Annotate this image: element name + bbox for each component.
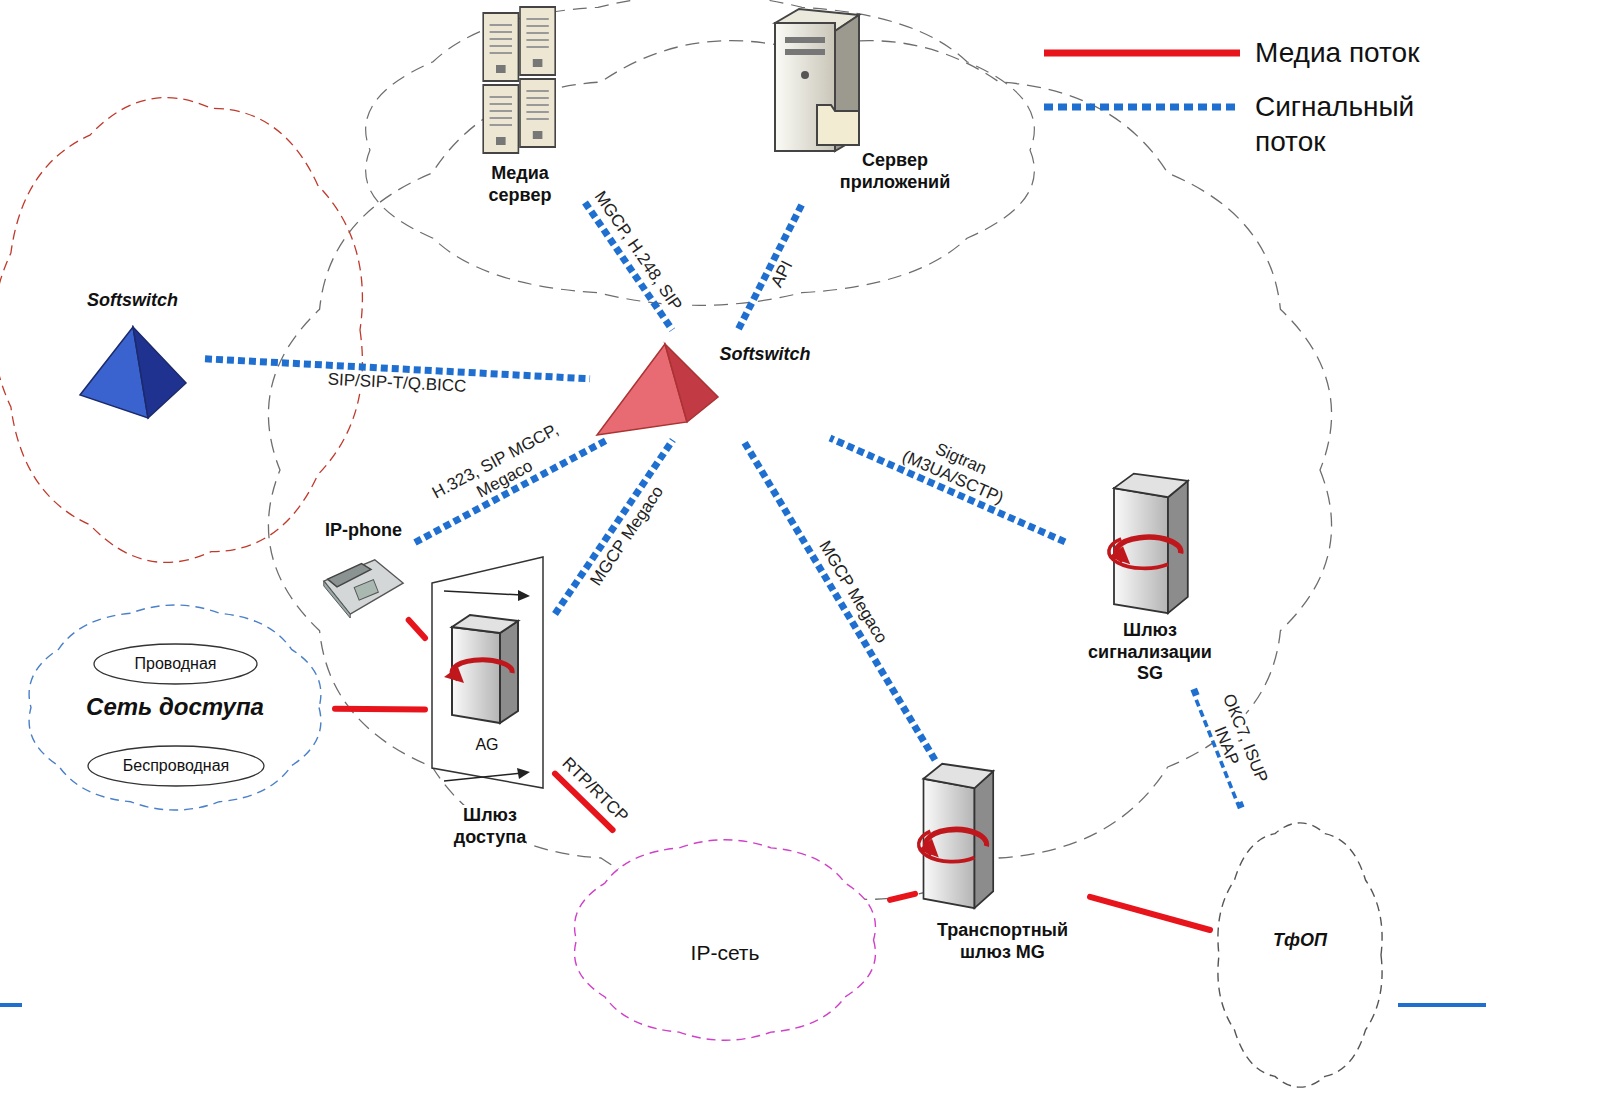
- edge-label: Sigtran (M3UA/SCTP): [883, 421, 1031, 515]
- label-ground: Softswitch: [719, 344, 810, 364]
- node-label: AG: [467, 735, 507, 754]
- device-node: Softswitch: [590, 330, 830, 440]
- node-label: Softswitch: [60, 290, 205, 312]
- legend-sample: [1040, 35, 1245, 71]
- node-label: Проводная: [93, 654, 258, 673]
- oval-outline: [94, 644, 257, 684]
- label-ground: Транспортный шлюз MG: [937, 920, 1068, 962]
- node-label: Транспортный шлюз MG: [915, 920, 1090, 963]
- label-ground: Softswitch: [87, 290, 178, 310]
- label-ground: Сеть доступа: [86, 693, 264, 720]
- service-cloud: [366, 0, 1035, 305]
- legend-sample-line: [1044, 104, 1240, 111]
- cloud-outline: [29, 605, 321, 810]
- edge-label: MGCP, H.248, SIP: [589, 186, 687, 316]
- phone-icon: [320, 550, 405, 618]
- cloud-node: Сеть доступа ПроводнаяБеспроводная: [15, 595, 335, 820]
- media-connector: [335, 706, 425, 713]
- signal-connector: [743, 440, 935, 760]
- oval-node: Проводная: [93, 643, 258, 685]
- legend-text: Медиа поток: [1255, 35, 1419, 70]
- edge-label: MGCP Megaco: [813, 535, 892, 648]
- media-icon: [480, 5, 560, 155]
- label-ground: AG: [475, 736, 498, 753]
- legend-row: Медиа поток: [1040, 35, 1435, 71]
- node-label: IP-phone: [312, 520, 415, 542]
- node-label: IP-сеть: [560, 940, 890, 965]
- oval-node: Беспроводная: [87, 745, 265, 787]
- node-label: Сеть доступа: [15, 693, 335, 722]
- device-node: IP-phone: [312, 520, 415, 620]
- decor-bar: [1398, 1003, 1486, 1007]
- device-node: Шлюз сигнализации SG: [1065, 470, 1235, 689]
- signal-connector: [555, 440, 673, 614]
- edge-label: API: [766, 255, 798, 292]
- label-ground: Шлюз сигнализации SG: [1088, 620, 1212, 683]
- label-ground: Проводная: [135, 655, 217, 672]
- cloud-node: IP-сеть: [560, 830, 890, 1050]
- edge-label: MGCP Megaco: [585, 481, 668, 591]
- node-label: Медиа сервер: [475, 163, 565, 206]
- ag-icon: [430, 555, 545, 790]
- node-label: Softswitch: [705, 344, 825, 366]
- label-ground: Шлюз доступа: [454, 805, 526, 847]
- cloud-outline: [560, 830, 890, 1050]
- node-label: Сервер приложений: [835, 150, 955, 193]
- edge-label: ОКС7, ISUP INAP: [1197, 682, 1276, 802]
- cloud-outline: [1210, 810, 1390, 1100]
- legend-text: Сигнальный поток: [1255, 89, 1435, 159]
- label-ground: Сервер приложений: [840, 150, 950, 192]
- node-label: Беспроводная: [87, 756, 265, 775]
- label-ground: Беспроводная: [123, 757, 229, 774]
- device-node: AG Шлюз доступа: [425, 555, 555, 865]
- node-label: ТфОП: [1210, 930, 1390, 952]
- decor-bar: [0, 1003, 22, 1007]
- pyramid-icon: [78, 325, 188, 420]
- server-icon: [915, 760, 1000, 910]
- device-node: Медиа сервер: [455, 5, 585, 210]
- oval-outline: [88, 746, 264, 786]
- node-label: Шлюз доступа: [445, 805, 535, 848]
- legend-sample: [1040, 89, 1245, 125]
- core-network-cloud: [268, 41, 1331, 900]
- cloud-outline: [1218, 823, 1382, 1087]
- signal-connector: [738, 205, 802, 330]
- device-node: Сервер приложений: [745, 5, 960, 205]
- legend-row: Сигнальный поток: [1040, 89, 1435, 159]
- node-label: Шлюз сигнализации SG: [1080, 620, 1220, 685]
- server-icon: [1105, 470, 1195, 615]
- device-node: Транспортный шлюз MG: [915, 760, 1090, 985]
- label-ground: IP-phone: [325, 520, 402, 540]
- media-connector: [1090, 897, 1210, 930]
- foreign-network-cloud: [0, 98, 362, 563]
- device-node: Softswitch: [60, 290, 205, 420]
- cloud-outline: [575, 840, 876, 1041]
- label-ground: IP-сеть: [691, 941, 760, 964]
- label-ground: Медиа сервер: [489, 163, 552, 205]
- media-connector: [890, 894, 915, 900]
- appsrv-icon: [755, 5, 865, 155]
- cloud-node: ТфОП: [1210, 810, 1390, 1100]
- media-connector: [409, 620, 425, 638]
- legend-sample-line: [1044, 50, 1240, 57]
- legend: Медиа потокСигнальный поток: [1040, 35, 1435, 177]
- triangle-icon: [595, 342, 720, 437]
- label-ground: ТфОП: [1273, 930, 1327, 950]
